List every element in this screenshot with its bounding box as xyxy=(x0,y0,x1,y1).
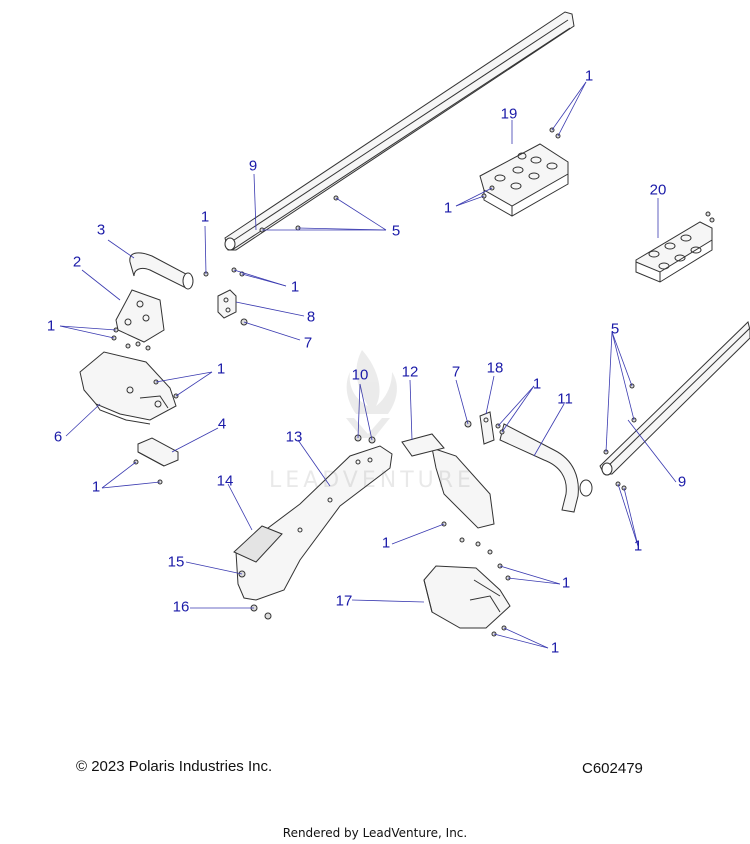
callout-1[interactable]: 1 xyxy=(46,317,56,335)
callout-16[interactable]: 16 xyxy=(172,598,190,616)
part-3-tube[interactable] xyxy=(129,252,194,290)
callout-1[interactable]: 1 xyxy=(290,278,300,296)
part-14-label[interactable] xyxy=(233,525,283,563)
copyright-text: © 2023 Polaris Industries Inc. xyxy=(76,758,273,775)
callout-1[interactable]: 1 xyxy=(91,478,101,496)
callout-3[interactable]: 3 xyxy=(96,221,106,239)
part-4-bracket[interactable] xyxy=(137,437,179,467)
lower-right-rail[interactable] xyxy=(599,321,750,476)
callout-1[interactable]: 1 xyxy=(381,534,391,552)
callout-1[interactable]: 1 xyxy=(633,537,643,555)
part-12-plate[interactable] xyxy=(401,433,495,529)
callout-9[interactable]: 9 xyxy=(677,473,687,491)
drawing-id: C602479 xyxy=(582,760,643,777)
callout-1[interactable]: 1 xyxy=(584,67,594,85)
part-20-plate[interactable] xyxy=(635,221,713,283)
watermark-text: LEADVENTURE xyxy=(269,468,475,493)
callout-12[interactable]: 12 xyxy=(401,363,419,381)
callout-7[interactable]: 7 xyxy=(451,363,461,381)
callout-18[interactable]: 18 xyxy=(486,359,504,377)
part-13-plate[interactable] xyxy=(235,445,393,601)
part-8-plate[interactable] xyxy=(217,289,237,319)
callout-1[interactable]: 1 xyxy=(561,574,571,592)
callout-8[interactable]: 8 xyxy=(306,308,316,326)
part-18-bracket[interactable] xyxy=(479,411,495,445)
callout-1[interactable]: 1 xyxy=(216,360,226,378)
callout-1[interactable]: 1 xyxy=(550,639,560,657)
callout-10[interactable]: 10 xyxy=(351,366,369,384)
callout-20[interactable]: 20 xyxy=(649,181,667,199)
part-19-plate[interactable] xyxy=(479,143,569,217)
upper-rail[interactable] xyxy=(224,11,575,251)
callout-4[interactable]: 4 xyxy=(217,415,227,433)
callout-9[interactable]: 9 xyxy=(248,157,258,175)
callout-13[interactable]: 13 xyxy=(285,428,303,446)
leader-lines xyxy=(59,81,677,649)
callout-15[interactable]: 15 xyxy=(167,553,185,571)
callout-7[interactable]: 7 xyxy=(303,334,313,352)
watermark: LEADVENTURE xyxy=(222,350,522,500)
callout-1[interactable]: 1 xyxy=(532,375,542,393)
part-2-bracket[interactable] xyxy=(115,289,165,343)
callout-2[interactable]: 2 xyxy=(72,253,82,271)
part-6-skid[interactable] xyxy=(79,351,177,425)
watermark-logo xyxy=(346,350,397,438)
part-11-tube[interactable] xyxy=(499,423,593,513)
callout-5[interactable]: 5 xyxy=(610,320,620,338)
hardware xyxy=(111,127,715,637)
callout-14[interactable]: 14 xyxy=(216,472,234,490)
callout-1[interactable]: 1 xyxy=(443,199,453,217)
callout-17[interactable]: 17 xyxy=(335,592,353,610)
part-17-skid[interactable] xyxy=(423,565,511,629)
callout-1[interactable]: 1 xyxy=(200,208,210,226)
callout-19[interactable]: 19 xyxy=(500,105,518,123)
rendered-by-text: Rendered by LeadVenture, Inc. xyxy=(282,826,468,840)
callout-11[interactable]: 11 xyxy=(557,390,573,408)
callout-6[interactable]: 6 xyxy=(53,428,63,446)
callout-5[interactable]: 5 xyxy=(391,222,401,240)
